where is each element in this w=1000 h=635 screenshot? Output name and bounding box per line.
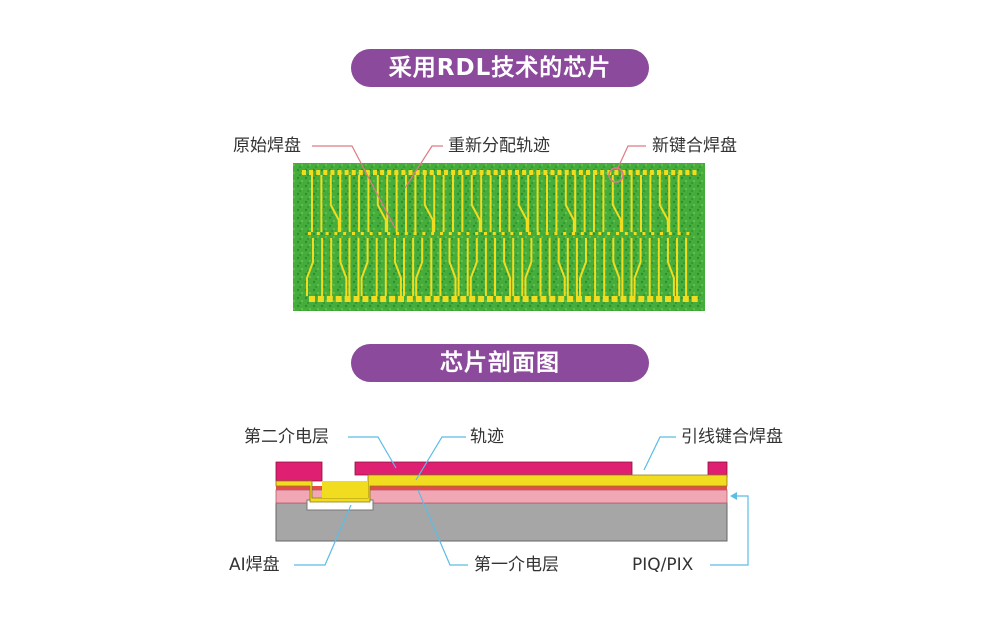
new-pad-highlight-circle	[608, 167, 624, 183]
label-second-dielectric: 第二介电层	[244, 427, 329, 447]
label-original-pad: 原始焊盘	[233, 136, 301, 156]
passivation-layer	[276, 486, 727, 490]
bottom-leader-lines	[294, 436, 749, 566]
cross-section-diagram	[275, 461, 728, 542]
label-redistribution-trace: 重新分配轨迹	[448, 136, 550, 156]
piq-arrowhead	[730, 492, 737, 500]
section-title-rdl-chip: 采用RDL技术的芯片	[351, 49, 649, 87]
section-title-cross-section: 芯片剖面图	[351, 344, 649, 382]
second-dielectric-left	[275, 461, 323, 482]
second-dielectric-main	[354, 461, 633, 476]
label-new-bond-pad: 新键合焊盘	[652, 136, 737, 156]
rdl-trace-layer	[275, 474, 728, 503]
trace-via	[322, 481, 368, 498]
label-trace: 轨迹	[470, 427, 504, 447]
redistribution-traces	[302, 170, 698, 302]
label-al-pad: AI焊盘	[229, 555, 280, 575]
label-bond-pad: 引线键合焊盘	[681, 427, 783, 447]
label-first-dielectric: 第一介电层	[474, 555, 559, 575]
top-leader-lines	[312, 145, 646, 229]
label-piq-pix: PIQ/PIX	[632, 555, 694, 575]
